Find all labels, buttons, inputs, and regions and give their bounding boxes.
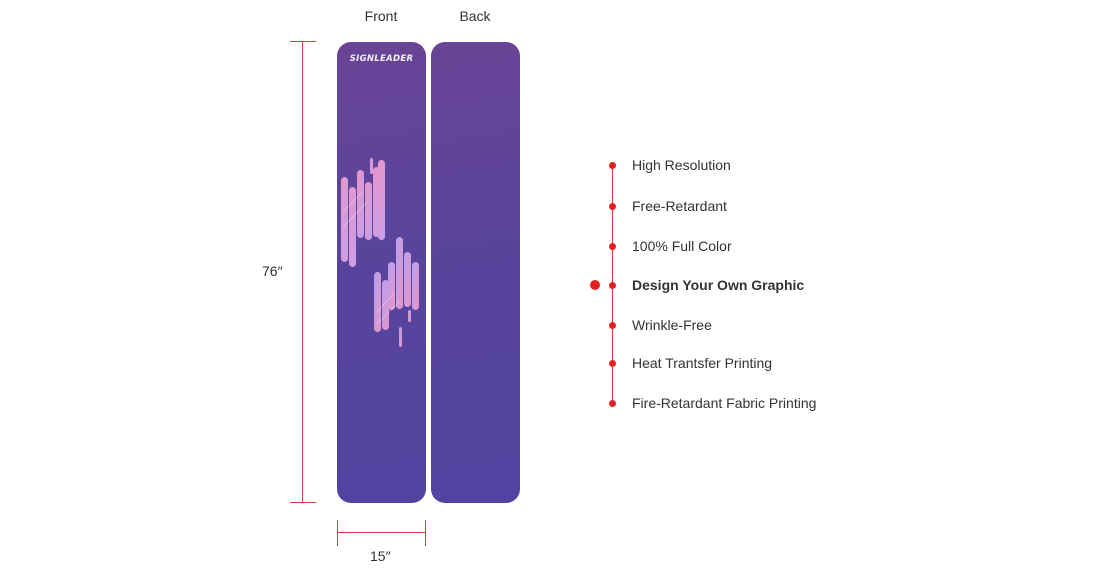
- bullet-dot-icon: [609, 281, 616, 289]
- width-label: 15″: [370, 548, 391, 564]
- feature-label: Heat Trantsfer Printing: [632, 355, 773, 371]
- front-label: Front: [364, 8, 398, 24]
- front-panel: SIGNLEADER: [337, 42, 426, 503]
- feature-label: High Resolution: [632, 157, 731, 173]
- feature-label: Design Your Own Graphic: [632, 277, 805, 293]
- feature-label: Wrinkle-Free: [632, 317, 712, 333]
- bullet-dot-icon: [609, 321, 616, 329]
- decorative-graphic: [341, 158, 419, 347]
- bullet-dot-icon: [609, 161, 616, 169]
- feature-label: 100% Full Color: [632, 238, 732, 254]
- bullet-dot-icon: [609, 242, 616, 250]
- active-indicator-icon: [590, 280, 600, 290]
- back-label: Back: [459, 8, 491, 24]
- bullet-dot-icon: [609, 202, 616, 210]
- bullet-dot-icon: [609, 399, 616, 407]
- back-panel: [431, 42, 520, 503]
- bullet-dot-icon: [609, 359, 616, 367]
- height-label: 76″: [262, 263, 283, 279]
- brand-logo: SIGNLEADER: [349, 54, 414, 64]
- feature-label: Fire-Retardant Fabric Printing: [632, 395, 817, 411]
- feature-label: Free-Retardant: [632, 198, 727, 214]
